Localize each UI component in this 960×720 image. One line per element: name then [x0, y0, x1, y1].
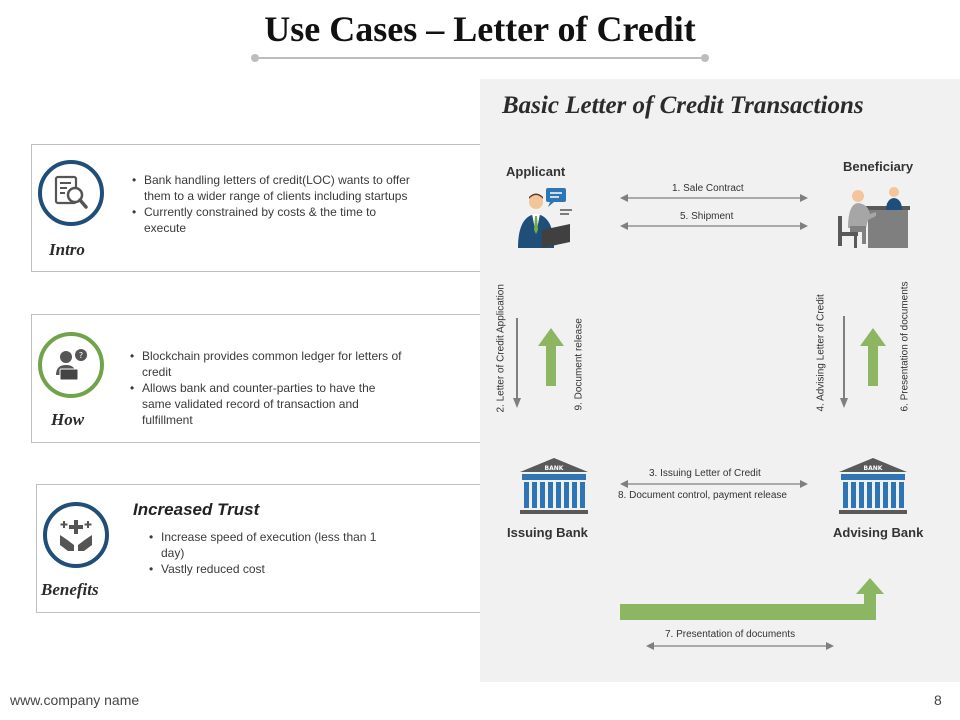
presentation-up-arrow: [860, 328, 886, 386]
benefits-icon-circle: [43, 502, 109, 568]
divider-dot-right: [701, 54, 709, 62]
hands-plus-icon: [56, 515, 96, 555]
beneficiary-icon: [832, 182, 912, 252]
page-number: 8: [934, 692, 942, 708]
advising-loc-down-arrow: [840, 316, 848, 408]
advising-bank-sign: BANK: [864, 465, 883, 472]
footer-website[interactable]: www.company name: [10, 692, 140, 708]
how-icon-circle: ?: [38, 332, 104, 398]
issuing-bank-icon: BANK: [518, 456, 590, 516]
presentation-elbow-arrow: [620, 578, 884, 620]
step-sale-contract: 1. Sale Contract: [672, 183, 744, 194]
benefits-bullet: Increase speed of execution (less than 1…: [147, 529, 377, 561]
issuing-loc-arrow: [620, 480, 808, 488]
how-bullets: Blockchain provides common ledger for le…: [128, 348, 402, 428]
step-loc-application: 2. Letter of Credit Application: [495, 284, 507, 413]
intro-icon-circle: [38, 160, 104, 226]
diagram-panel: [480, 79, 960, 682]
benefits-bullet: Vastly reduced cost: [147, 561, 377, 577]
applicant-icon: [512, 186, 576, 250]
benefits-bullets: Increase speed of execution (less than 1…: [147, 529, 377, 577]
application-down-arrow: [513, 318, 521, 408]
issuing-bank-sign: BANK: [545, 465, 564, 472]
step-presentation-bottom: 7. Presentation of documents: [665, 629, 796, 640]
person-laptop-icon: ?: [51, 345, 91, 385]
page-title: Use Cases – Letter of Credit: [264, 9, 696, 49]
diagram-title: Basic Letter of Credit Transactions: [502, 92, 864, 119]
intro-label: Intro: [49, 240, 85, 259]
how-label: How: [51, 410, 85, 429]
beneficiary-label: Beneficiary: [843, 159, 914, 174]
step-presentation-docs: 6. Presentation of documents: [899, 281, 911, 412]
step-document-control: 8. Document control, payment release: [618, 490, 787, 501]
svg-text:?: ?: [79, 351, 83, 360]
intro-bullet: Bank handling letters of credit(LOC) wan…: [130, 172, 410, 204]
issuing-bank-label: Issuing Bank: [507, 525, 588, 540]
document-search-icon: [51, 173, 91, 213]
shipment-arrow: [620, 222, 808, 230]
document-release-up-arrow: [538, 328, 564, 386]
step-document-release: 9. Document release: [573, 318, 585, 411]
step-advising-loc: 4. Advising Letter of Credit: [815, 294, 827, 412]
how-bullet: Allows bank and counter-parties to have …: [128, 380, 402, 428]
advising-bank-label: Advising Bank: [833, 525, 924, 540]
benefits-label: Benefits: [41, 580, 99, 599]
divider-dot-left: [251, 54, 259, 62]
presentation-bottom-arrow: [646, 642, 834, 650]
intro-bullets: Bank handling letters of credit(LOC) wan…: [130, 172, 410, 236]
intro-bullet: Currently constrained by costs & the tim…: [130, 204, 410, 236]
step-shipment: 5. Shipment: [680, 211, 734, 222]
applicant-label: Applicant: [506, 164, 566, 179]
advising-bank-icon: BANK: [837, 456, 909, 516]
how-bullet: Blockchain provides common ledger for le…: [128, 348, 402, 380]
sale-contract-arrow: [620, 194, 808, 202]
step-issuing-loc: 3. Issuing Letter of Credit: [649, 468, 761, 479]
title-divider: [255, 57, 705, 59]
benefits-subtitle: Increased Trust: [133, 500, 260, 519]
